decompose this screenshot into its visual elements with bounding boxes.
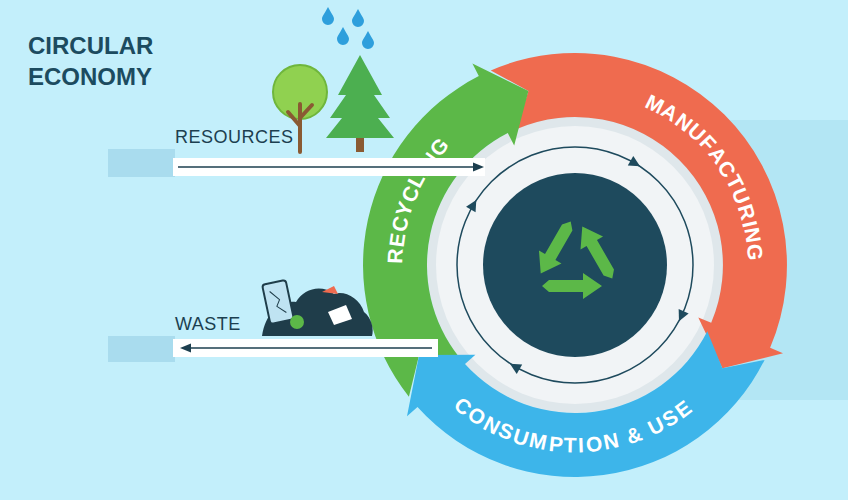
arc-letter: [638, 420, 652, 442]
resources-arrowhead: [473, 163, 484, 172]
arc-letter: &: [623, 423, 644, 448]
arc-letter: R: [384, 248, 406, 264]
arc-arrow: [407, 331, 765, 477]
arc-letter: G: [426, 134, 453, 160]
round-tree-crown: [273, 65, 327, 119]
arc-letter: [617, 428, 628, 450]
cycle-arrowheads: [466, 156, 689, 374]
arc-letter: I: [578, 434, 585, 455]
output-strip: [108, 336, 175, 362]
arc-letter: C: [388, 215, 412, 235]
arc-letter: M: [528, 429, 549, 453]
arc-letter: I: [739, 218, 761, 229]
arc-letter: U: [729, 185, 754, 207]
arc-letter: P: [547, 433, 563, 455]
inner-ring-light: [436, 126, 714, 404]
arc-letter: O: [464, 402, 489, 429]
center-disc: [483, 173, 667, 357]
recycle-arrow: [529, 215, 582, 280]
inner-ring: [427, 117, 723, 413]
arc-letter: S: [496, 419, 517, 444]
arc-arrow: [491, 53, 787, 368]
arc-letter: R: [735, 202, 760, 223]
arc-letter: N: [741, 226, 764, 244]
waste-arrowhead: [180, 344, 191, 353]
arc-letter: I: [411, 162, 432, 178]
cycle-arrowhead: [466, 197, 481, 212]
diagram-title: CIRCULAR ECONOMY: [28, 30, 218, 92]
waste-item: [322, 286, 338, 294]
cycle-circle: [457, 147, 693, 383]
pine-tree-crown: [326, 55, 394, 138]
arc-letter: A: [705, 143, 731, 168]
arc-letter: N: [671, 109, 696, 135]
pine-tree-trunk: [356, 132, 364, 152]
arc-letter: N: [601, 430, 620, 454]
arc-letter: N: [480, 412, 503, 438]
recycle-arrow: [571, 220, 624, 285]
arc-letter: Y: [392, 199, 416, 219]
waste-pile: [262, 288, 373, 336]
phone-body: [262, 280, 294, 324]
arc-letter: N: [416, 148, 442, 173]
arc-letter: C: [397, 183, 422, 205]
arc-letter: G: [744, 243, 766, 261]
arc-letter: S: [659, 405, 682, 430]
water-drops: [322, 7, 374, 49]
arc-letter: F: [696, 131, 720, 155]
recycle-symbol: [529, 215, 623, 299]
arc-letter: U: [645, 413, 668, 439]
waste-paper: [328, 305, 352, 325]
arc-arrow: [363, 64, 528, 397]
arc-letter: E: [385, 232, 408, 249]
arc-letter: E: [671, 396, 695, 421]
arc-letter: T: [564, 434, 577, 455]
flow-label: WASTE: [175, 314, 241, 335]
arc-letter: U: [684, 119, 709, 145]
arc-letter: L: [404, 169, 429, 190]
cycle-arrowhead: [628, 156, 643, 171]
waste-item: [290, 315, 304, 329]
cycle-arrowhead: [507, 359, 522, 374]
water-drop: [322, 7, 334, 25]
phone-crack: [270, 289, 287, 315]
stage-shape: [335, 25, 815, 500]
water-drop: [362, 31, 374, 49]
arc-letter: C: [714, 157, 740, 181]
arc-letter: T: [723, 172, 748, 193]
flow-label: RESOURCES: [175, 127, 294, 148]
cycle-arrowhead: [674, 309, 689, 324]
arc-letter: U: [511, 425, 532, 450]
broken-phone: [262, 280, 294, 324]
arc-letter: O: [584, 433, 602, 456]
arc-letter: C: [450, 393, 475, 419]
input-strip: [108, 149, 175, 177]
water-drop: [337, 27, 349, 45]
stage-label: CONSUMPTION & USE: [335, 25, 815, 500]
recycle-arrow: [542, 273, 602, 299]
cycle-stage: CONSUMPTION & USE: [335, 25, 815, 500]
arc-letter: A: [658, 99, 682, 125]
water-drop: [352, 9, 364, 27]
arc-letter: M: [642, 90, 667, 117]
